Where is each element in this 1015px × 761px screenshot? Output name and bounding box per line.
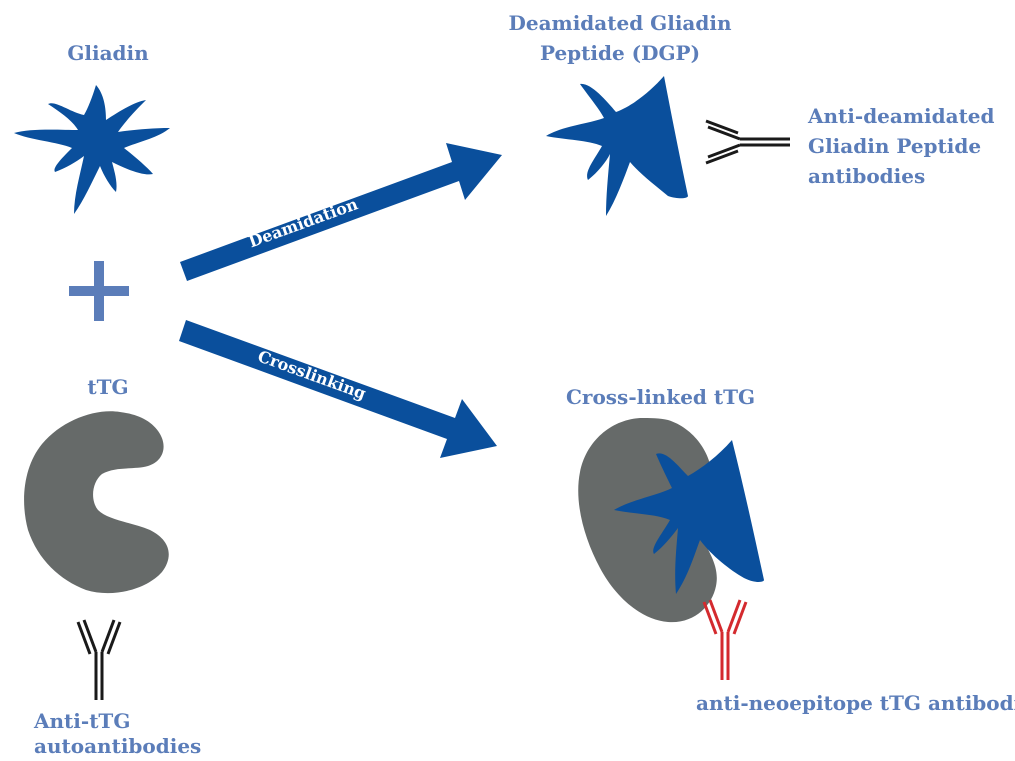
plus-icon [69, 261, 129, 321]
anti-neoepitope-label: anti-neoepitope tTG antibodies [696, 688, 1015, 718]
crosslinking-arrow: Crosslinking [179, 320, 497, 458]
anti-ttg-antibody-icon [78, 620, 120, 700]
dgp-label-line1: Deamidated Gliadin [500, 8, 740, 38]
dgp-shape [546, 76, 688, 216]
ttg-shape [24, 411, 169, 593]
gliadin-label: Gliadin [48, 38, 168, 68]
ttg-label: tTG [58, 372, 158, 402]
anti-neoepitope-antibody-icon [704, 600, 746, 680]
anti-dgp-label-line3: antibodies [808, 161, 925, 191]
anti-dgp-label-line2: Gliadin Peptide [808, 131, 981, 161]
gliadin-shape [14, 85, 170, 214]
anti-dgp-antibody-icon [706, 121, 790, 163]
anti-ttg-label-line2: autoantibodies [34, 731, 201, 761]
cross-linked-ttg-label: Cross-linked tTG [566, 382, 755, 412]
deamidation-arrow: Deamidation [180, 143, 502, 281]
dgp-label-line2: Peptide (DGP) [500, 38, 740, 68]
anti-dgp-label-line1: Anti-deamidated [808, 101, 995, 131]
